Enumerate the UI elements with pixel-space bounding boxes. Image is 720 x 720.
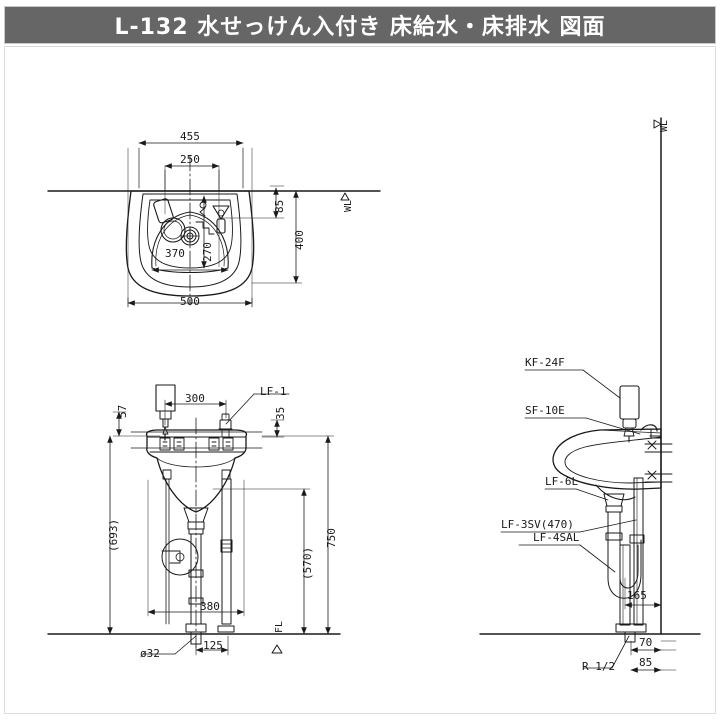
part-label-lf-1: LF-1 xyxy=(260,385,287,398)
part-label-lf-4sal: LF-4SAL xyxy=(533,531,580,544)
front-soap-dispenser xyxy=(155,384,176,441)
dim-text-57: 57 xyxy=(116,404,129,418)
plan-soap-dispenser xyxy=(153,198,186,243)
dim-text-165: 165 xyxy=(627,589,647,602)
side-floor-flange xyxy=(615,623,647,643)
dim-text-d32: ø32 xyxy=(140,647,160,660)
side-elevation xyxy=(479,117,701,673)
dim-text-125: 125 xyxy=(203,639,223,652)
fl-marker-front-symbol xyxy=(271,644,283,654)
dim-text-250: 250 xyxy=(180,153,200,166)
wl-marker-plan-label: WL xyxy=(343,199,354,212)
part-label-sf-10e: SF-10E xyxy=(525,404,565,417)
dim-text-400: 400 xyxy=(293,230,306,250)
title-bar: L-132 水せっけん入付き 床給水・床排水 図面 xyxy=(4,6,716,44)
part-label-lf-3sv-470: LF-3SV(470) xyxy=(501,518,574,531)
dim-text-r12: R 1/2 xyxy=(582,660,616,673)
side-drain-to-floor xyxy=(619,544,631,626)
dim-text-300: 300 xyxy=(185,392,205,405)
front-supply-pipe-left xyxy=(165,478,170,625)
side-bowl-line xyxy=(564,436,662,484)
front-ptrap xyxy=(161,538,199,576)
lf-1-leader xyxy=(225,393,255,425)
front-faucet xyxy=(218,413,233,438)
drawing-frame xyxy=(4,46,716,714)
dim-text-750: 750 xyxy=(325,528,338,548)
dim-text-70: 70 xyxy=(639,636,653,649)
side-basin-profile xyxy=(552,428,662,490)
dim-text-693: (693) xyxy=(107,518,120,552)
kf-24f-leader xyxy=(582,369,621,399)
page-title: L-132 水せっけん入付き 床給水・床排水 図面 xyxy=(114,15,606,40)
side-drain-assembly xyxy=(603,493,625,541)
dim-text-85: 85 xyxy=(273,199,286,213)
dim-text-455: 455 xyxy=(180,130,200,143)
dim-text-380: 380 xyxy=(200,600,220,613)
side-bowl-bottom xyxy=(595,484,636,501)
side-faucet xyxy=(640,424,662,439)
wl-marker-side-label: WL xyxy=(659,119,670,132)
front-supply-pipe xyxy=(220,478,233,625)
lf-6l-leader xyxy=(575,488,609,501)
sf-10e-leader xyxy=(585,417,641,435)
dim-text-500: 500 xyxy=(180,295,200,308)
dim-text-270: 270 xyxy=(201,242,214,262)
side-soap-dispenser xyxy=(619,385,640,443)
front-fixings xyxy=(159,437,234,451)
fl-marker-front-label: FL xyxy=(274,620,285,633)
plan-view xyxy=(47,140,381,308)
part-label-lf-6l: LF-6L xyxy=(545,475,579,488)
front-angle-stops xyxy=(162,469,231,480)
dim-text-570: (570) xyxy=(301,546,314,580)
dim-text-35: 35 xyxy=(274,406,287,420)
dim-text-370: 370 xyxy=(165,247,185,260)
part-label-kf-24f: KF-24F xyxy=(525,356,565,369)
dim-text-85-side: 85 xyxy=(639,656,653,669)
d32-leader xyxy=(174,635,197,655)
side-wall-brackets xyxy=(644,440,673,483)
r12-leader xyxy=(611,635,630,669)
lf-3sv-leader xyxy=(579,519,637,533)
side-supply-pipe xyxy=(633,477,644,626)
front-elevation xyxy=(47,384,341,656)
lf-4sal-leader xyxy=(579,544,616,573)
wl-marker-plan-symbol xyxy=(340,192,350,201)
